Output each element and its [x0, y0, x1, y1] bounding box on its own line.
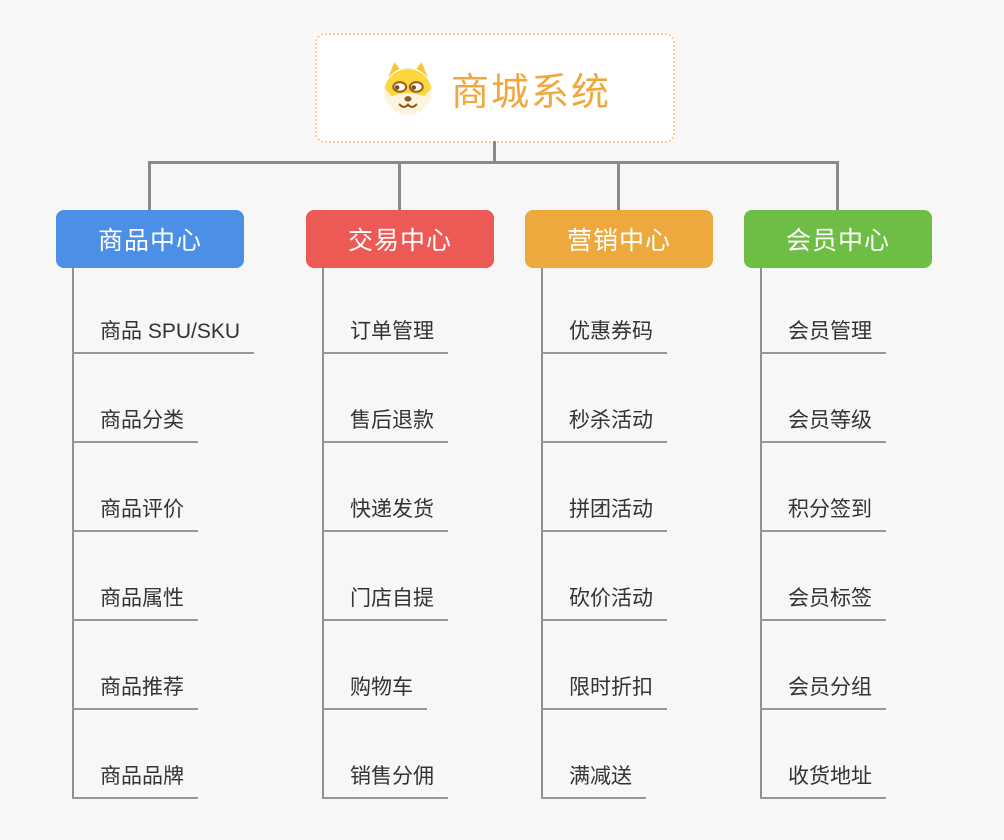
leaf-node[interactable]: 会员等级 — [760, 408, 886, 443]
leaf-node[interactable]: 积分签到 — [760, 497, 886, 532]
leaf-node[interactable]: 快递发货 — [322, 497, 448, 532]
leaf-node[interactable]: 商品属性 — [72, 586, 198, 621]
connector-root-stem — [493, 141, 496, 162]
leaf-node[interactable]: 砍价活动 — [541, 586, 667, 621]
leaf-node[interactable]: 会员标签 — [760, 586, 886, 621]
leaf-node[interactable]: 商品分类 — [72, 408, 198, 443]
leaf-node[interactable]: 商品 SPU/SKU — [72, 319, 255, 354]
leaf-node[interactable]: 销售分佣 — [322, 764, 448, 799]
branch-node-members[interactable]: 会员中心 — [744, 210, 932, 268]
branch-spine — [322, 268, 324, 799]
leaf-node[interactable]: 商品品牌 — [72, 764, 198, 799]
leaf-node[interactable]: 商品评价 — [72, 497, 198, 532]
connector-drop-trade — [398, 161, 401, 210]
branch-node-trade[interactable]: 交易中心 — [306, 210, 494, 268]
leaf-node[interactable]: 优惠券码 — [541, 319, 667, 354]
leaf-node[interactable]: 会员分组 — [760, 675, 886, 710]
leaf-node[interactable]: 秒杀活动 — [541, 408, 667, 443]
branch-spine — [72, 268, 74, 799]
leaf-node[interactable]: 售后退款 — [322, 408, 448, 443]
root-node[interactable]: 商城系统 — [315, 33, 675, 143]
branch-node-products[interactable]: 商品中心 — [56, 210, 244, 268]
branch-spine — [760, 268, 762, 799]
leaf-node[interactable]: 门店自提 — [322, 586, 448, 621]
branch-spine — [541, 268, 543, 799]
leaf-node[interactable]: 会员管理 — [760, 319, 886, 354]
leaf-node[interactable]: 商品推荐 — [72, 675, 198, 710]
leaf-node[interactable]: 满减送 — [541, 764, 646, 799]
leaf-node[interactable]: 收货地址 — [760, 764, 886, 799]
root-title: 商城系统 — [450, 71, 611, 114]
connector-drop-products — [148, 161, 151, 210]
leaf-node[interactable]: 购物车 — [322, 675, 427, 710]
leaf-node[interactable]: 拼团活动 — [541, 497, 667, 532]
connector-trunk — [148, 161, 839, 164]
branch-node-marketing[interactable]: 营销中心 — [525, 210, 713, 268]
dog-icon — [384, 62, 432, 115]
connector-drop-marketing — [617, 161, 620, 210]
leaf-node[interactable]: 订单管理 — [322, 319, 448, 354]
leaf-node[interactable]: 限时折扣 — [541, 675, 667, 710]
connector-drop-members — [836, 161, 839, 210]
